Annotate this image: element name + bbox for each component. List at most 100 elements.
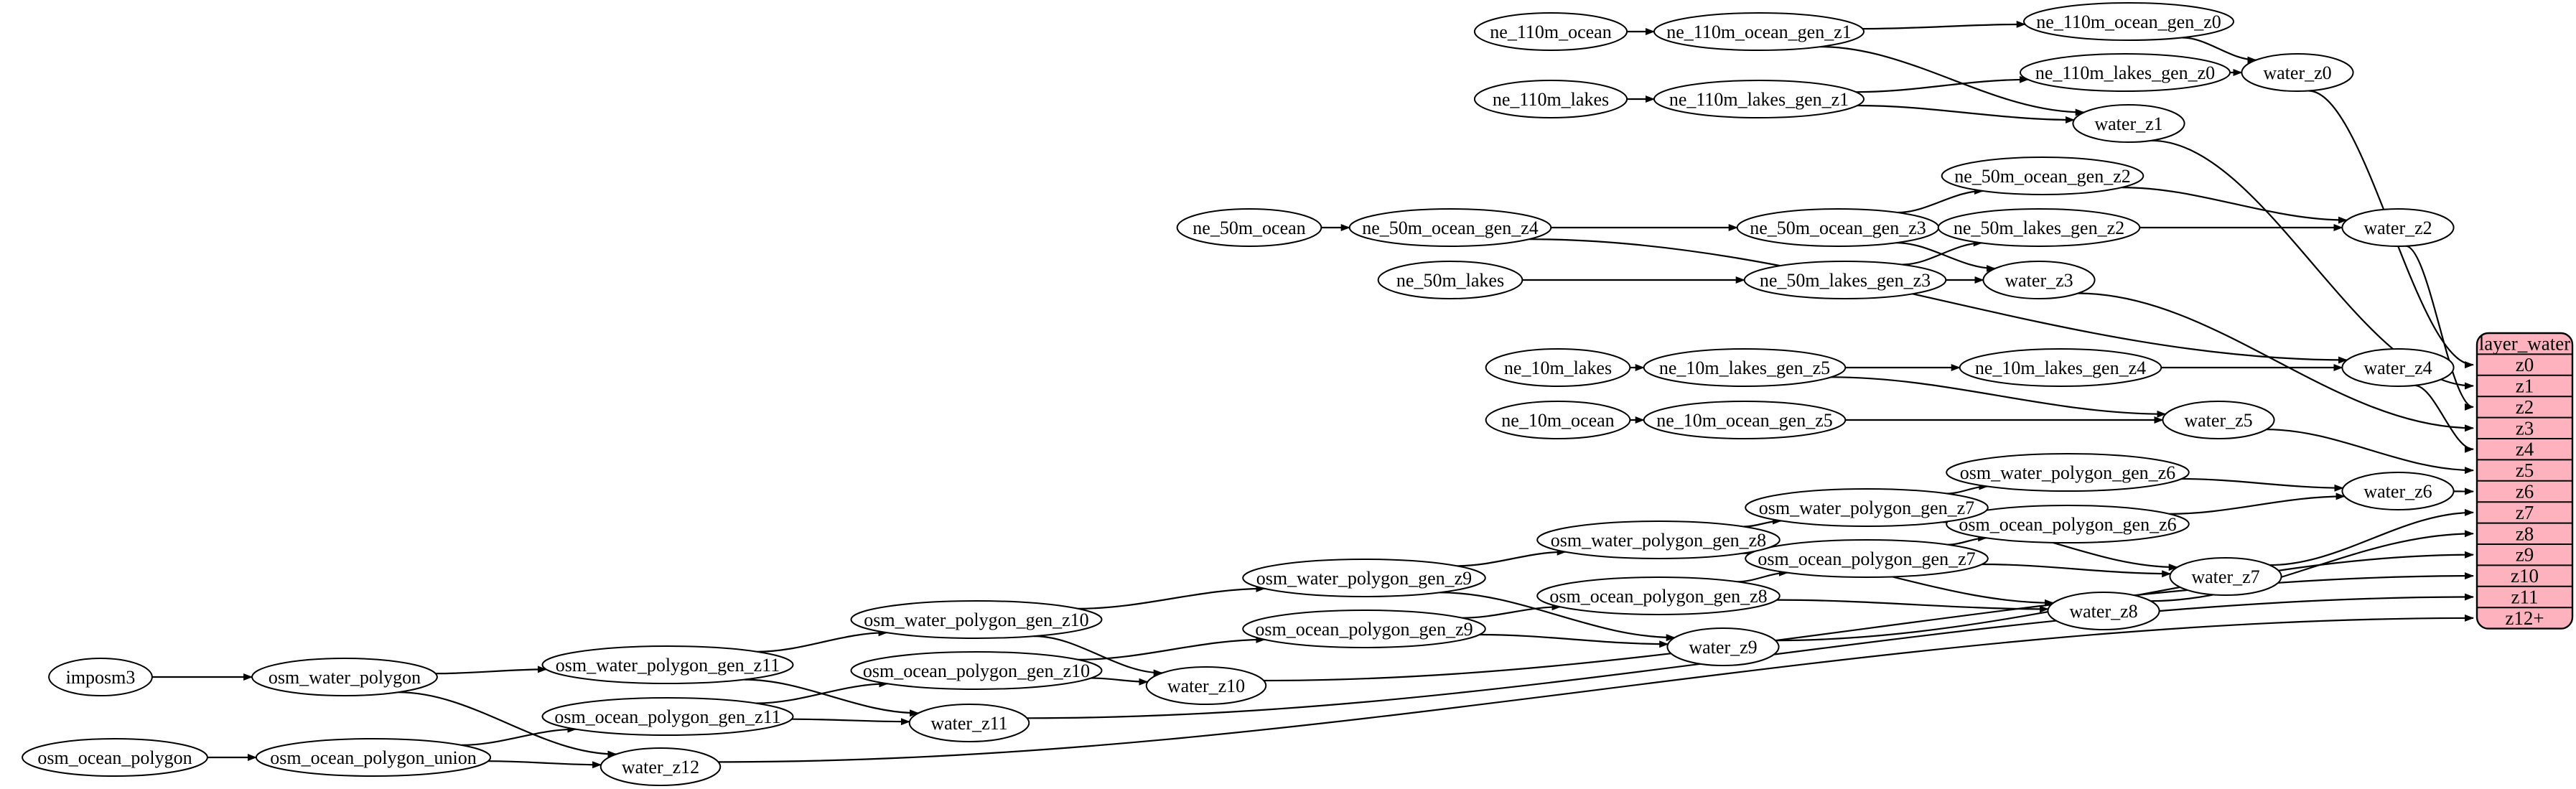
node-osm_water_polygon_gen_z7: osm_water_polygon_gen_z7: [1745, 488, 1989, 527]
node-ellipse-ne_10m_lakes_gen_z4: [1959, 348, 2162, 387]
node-label-water_z2: water_z2: [2363, 218, 2432, 238]
edge-osm_ocean_polygon_gen_z10-to-osm_ocean_polygon_gen_z9: [1078, 635, 1266, 660]
node-water_z6: water_z6: [2341, 472, 2455, 510]
edge-water_z3-to-layer_water-z3: [2078, 292, 2474, 432]
node-water_z5: water_z5: [2162, 401, 2275, 439]
node-label-ne_110m_lakes: ne_110m_lakes: [1493, 89, 1609, 110]
node-label-water_z0: water_z0: [2263, 62, 2331, 83]
node-ne_110m_ocean_gen_z1: ne_110m_ocean_gen_z1: [1653, 12, 1865, 51]
edge-ne_110m_ocean_gen_z1-to-ne_110m_ocean_gen_z0: [1862, 20, 2026, 30]
edge-water_z4-to-layer_water-z4: [2414, 384, 2474, 453]
node-osm_ocean_polygon_gen_z6: osm_ocean_polygon_gen_z6: [1946, 505, 2190, 543]
node-ellipse-osm_water_polygon_gen_z11: [541, 645, 794, 684]
layer-water-row-z7: z7: [2516, 502, 2534, 523]
node-osm_water_polygon: osm_water_polygon: [251, 658, 438, 696]
node-label-water_z10: water_z10: [1167, 676, 1245, 696]
edge-osm_ocean_polygon_gen_z8-to-water_z8: [1776, 599, 2049, 613]
edge-osm_water_polygon-to-water_z12: [398, 691, 617, 758]
node-label-ne_110m_lakes_gen_z0: ne_110m_lakes_gen_z0: [2035, 62, 2215, 83]
node-imposm3: imposm3: [48, 658, 153, 696]
node-label-water_z6: water_z6: [2363, 481, 2432, 502]
layer-water-row-z9: z9: [2516, 544, 2534, 566]
layer-water-table: layer_waterz0z1z2z3z4z5z6z7z8z9z10z11z12…: [2475, 332, 2574, 630]
node-ne_50m_lakes_gen_z3: ne_50m_lakes_gen_z3: [1743, 261, 1947, 299]
node-ne_10m_lakes_gen_z5: ne_10m_lakes_gen_z5: [1643, 348, 1847, 387]
edge-water_z1-to-layer_water-z1: [2151, 139, 2474, 390]
node-ellipse-water_z4: [2341, 348, 2455, 387]
node-label-ne_50m_ocean_gen_z3: ne_50m_ocean_gen_z3: [1750, 218, 1926, 238]
node-osm_ocean_polygon_gen_z10: osm_ocean_polygon_gen_z10: [850, 651, 1103, 690]
edge-osm_water_polygon_gen_z7-to-osm_water_polygon_gen_z6: [1946, 482, 1989, 495]
node-osm_water_polygon_gen_z8: osm_water_polygon_gen_z8: [1536, 520, 1781, 559]
node-ne_110m_lakes_gen_z0: ne_110m_lakes_gen_z0: [2020, 53, 2231, 92]
node-label-osm_ocean_polygon_gen_z6: osm_ocean_polygon_gen_z6: [1959, 514, 2176, 535]
node-ellipse-water_z8: [2047, 592, 2160, 630]
edge-osm_ocean_polygon_gen_z11-to-water_z11: [791, 718, 910, 726]
node-ne_110m_lakes: ne_110m_lakes: [1473, 80, 1628, 118]
node-ellipse-ne_50m_lakes_gen_z2: [1937, 208, 2141, 247]
node-label-imposm3: imposm3: [66, 667, 136, 688]
edge-water_z2-to-layer_water-z2: [2405, 245, 2474, 411]
node-label-ne_10m_lakes_gen_z5: ne_10m_lakes_gen_z5: [1659, 358, 1830, 378]
node-label-water_z12: water_z12: [622, 757, 699, 778]
edge-osm_ocean_polygon_union-to-osm_ocean_polygon_gen_z11: [461, 725, 577, 746]
node-osm_ocean_polygon: osm_ocean_polygon: [22, 738, 208, 777]
node-ellipse-osm_water_polygon_gen_z9: [1242, 559, 1486, 597]
node-label-water_z11: water_z11: [930, 713, 1007, 734]
node-ne_50m_ocean_gen_z3: ne_50m_ocean_gen_z3: [1736, 208, 1940, 247]
node-ellipse-osm_ocean_polygon_gen_z7: [1745, 539, 1989, 578]
node-ellipse-osm_water_polygon_gen_z6: [1946, 453, 2190, 492]
node-label-water_z8: water_z8: [2069, 601, 2137, 622]
node-water_z10: water_z10: [1145, 666, 1267, 705]
node-ellipse-osm_ocean_polygon: [22, 738, 208, 777]
edge-ne_50m_ocean_gen_z2-to-water_z2: [2122, 187, 2348, 224]
node-label-osm_ocean_polygon_gen_z7: osm_ocean_polygon_gen_z7: [1758, 548, 1975, 569]
edge-ne_110m_lakes_gen_z1-to-ne_110m_lakes_gen_z0: [1856, 75, 2029, 93]
node-label-osm_water_polygon: osm_water_polygon: [269, 667, 421, 688]
node-water_z7: water_z7: [2169, 557, 2282, 596]
node-osm_ocean_polygon_gen_z11: osm_ocean_polygon_gen_z11: [541, 697, 794, 736]
node-ellipse-osm_water_polygon_gen_z8: [1536, 520, 1781, 559]
node-ne_10m_lakes: ne_10m_lakes: [1485, 348, 1631, 387]
edge-osm_water_polygon-to-osm_water_polygon_gen_z11: [435, 666, 547, 675]
node-label-osm_ocean_polygon_gen_z9: osm_ocean_polygon_gen_z9: [1255, 619, 1473, 640]
layer-water-row-z4: z4: [2516, 439, 2534, 460]
node-osm_water_polygon_gen_z11: osm_water_polygon_gen_z11: [541, 645, 794, 684]
node-ellipse-water_z9: [1666, 627, 1780, 666]
node-osm_water_polygon_gen_z6: osm_water_polygon_gen_z6: [1946, 453, 2190, 492]
node-label-osm_water_polygon_gen_z11: osm_water_polygon_gen_z11: [556, 655, 780, 676]
layer-water-row-z10: z10: [2511, 565, 2539, 587]
node-osm_ocean_polygon_gen_z8: osm_ocean_polygon_gen_z8: [1536, 576, 1781, 615]
node-water_z12: water_z12: [599, 747, 722, 786]
edge-osm_ocean_polygon_gen_z10-to-water_z10: [1091, 677, 1149, 686]
node-water_z9: water_z9: [1666, 627, 1780, 666]
node-osm_ocean_polygon_union: osm_ocean_polygon_union: [255, 738, 492, 777]
node-ellipse-ne_110m_lakes_gen_z0: [2020, 53, 2231, 92]
node-label-osm_ocean_polygon_gen_z11: osm_ocean_polygon_gen_z11: [554, 706, 780, 727]
node-ne_10m_ocean: ne_10m_ocean: [1485, 401, 1631, 439]
node-label-osm_ocean_polygon_gen_z8: osm_ocean_polygon_gen_z8: [1549, 586, 1767, 607]
node-ellipse-ne_110m_lakes: [1473, 80, 1628, 118]
node-label-water_z5: water_z5: [2184, 410, 2252, 431]
node-water_z4: water_z4: [2341, 348, 2455, 387]
edge-ne_110m_lakes_gen_z1-to-water_z1: [1857, 104, 2075, 123]
edge-water_z8-to-layer_water-z8: [2150, 530, 2474, 602]
node-ellipse-ne_50m_ocean_gen_z4: [1348, 208, 1552, 247]
node-water_z11: water_z11: [908, 704, 1030, 742]
edge-ne_50m_ocean_gen_z3-to-ne_50m_ocean_gen_z2: [1897, 187, 1984, 214]
edge-osm_water_polygon_gen_z6-to-water_z6: [2181, 477, 2344, 492]
edge-osm_ocean_polygon_gen_z9-to-osm_ocean_polygon_gen_z8: [1462, 603, 1562, 619]
layer-water-row-z11: z11: [2511, 587, 2539, 608]
layer-water-row-z12+: z12+: [2505, 607, 2544, 629]
node-label-ne_10m_ocean_gen_z5: ne_10m_ocean_gen_z5: [1656, 410, 1832, 431]
node-ellipse-ne_10m_ocean: [1485, 401, 1631, 439]
layer-water-row-z1: z1: [2516, 375, 2534, 397]
edge-osm_ocean_polygon_gen_z8-to-osm_ocean_polygon_gen_z7: [1737, 569, 1788, 583]
node-ellipse-water_z11: [908, 704, 1030, 742]
node-ne_50m_ocean_gen_z2: ne_50m_ocean_gen_z2: [1941, 157, 2145, 195]
node-label-osm_ocean_polygon_gen_z10: osm_ocean_polygon_gen_z10: [863, 660, 1090, 681]
node-osm_water_polygon_gen_z10: osm_water_polygon_gen_z10: [850, 600, 1103, 639]
node-label-ne_50m_ocean_gen_z2: ne_50m_ocean_gen_z2: [1954, 166, 2130, 187]
node-ellipse-water_z2: [2341, 208, 2455, 247]
